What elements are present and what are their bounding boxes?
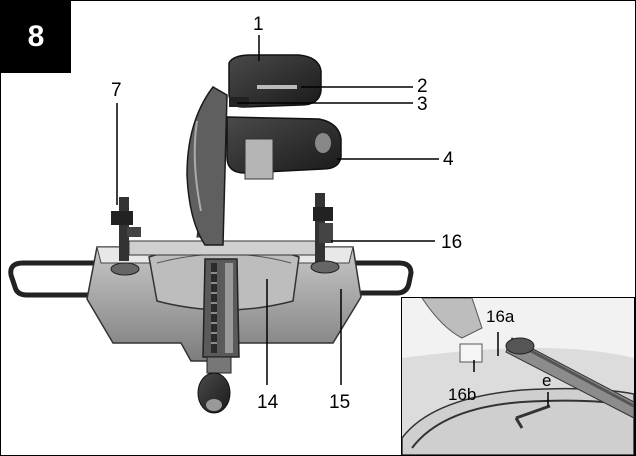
callout-4: 4: [443, 149, 454, 170]
on-off-switch: [257, 85, 297, 89]
figure-number-label: 8: [27, 20, 45, 53]
left-extension-bar: [8, 260, 101, 298]
turntable-arm: [202, 258, 240, 358]
locking-knob: [197, 356, 232, 414]
fence: [128, 240, 320, 256]
inset-callout-e: e: [542, 371, 552, 390]
callout-2: 2: [417, 76, 428, 97]
blade-guard: [186, 86, 228, 246]
callout-1: 1: [253, 14, 264, 35]
callout-14: 14: [257, 392, 279, 413]
allen-key: [514, 404, 551, 429]
callout-16: 16: [441, 232, 463, 253]
figure-number: 8: [1, 1, 71, 73]
callout-7: 7: [111, 80, 122, 101]
detail-inset: 16a 16b e: [401, 297, 635, 455]
inset-callout-16a: 16a: [486, 307, 515, 326]
safety-lock: [229, 97, 249, 107]
inset-callout-16b: 16b: [448, 385, 477, 404]
inset-illustration: [402, 298, 634, 455]
callout-15: 15: [329, 392, 351, 413]
inset-clamp-block: [459, 343, 483, 363]
workpiece-clamp-left: [110, 197, 141, 276]
callout-3: 3: [417, 94, 428, 115]
workpiece-clamp-right: [310, 193, 340, 274]
right-extension-bar: [341, 260, 414, 296]
